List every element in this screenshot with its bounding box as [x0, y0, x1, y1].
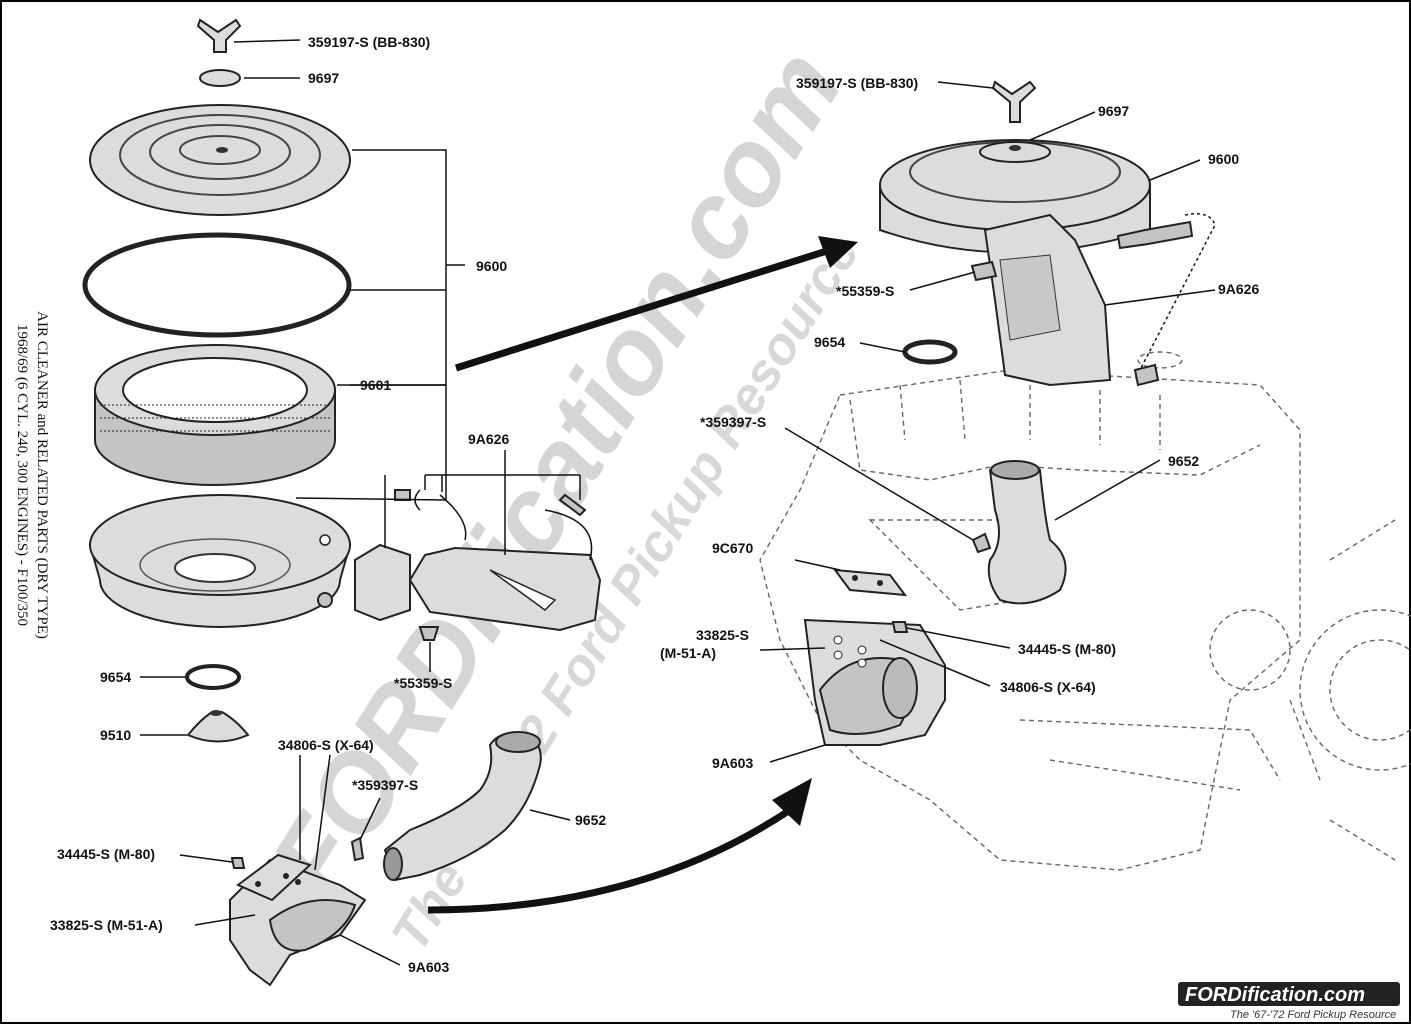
title-line-2-text: 1968/69 (6 CYL. 240, 300 ENGINES) - F100…: [14, 324, 30, 626]
label-bracket-right: 9C670: [712, 540, 753, 556]
label-hose-right: 9652: [1168, 453, 1199, 469]
gasket-9654-left: [185, 664, 241, 690]
label-assembly-right: 9600: [1208, 151, 1239, 167]
label-bolt-x64-left: 34806-S (X-64): [278, 737, 374, 753]
label-hose-left: 9652: [575, 812, 606, 828]
label-screw-m51a-right-line1: 33825-S: [696, 627, 749, 643]
cover-gasket-ring: [82, 232, 352, 338]
heat-shroud-9A603-right: [803, 618, 946, 746]
flow-arrow-upper: [454, 236, 858, 372]
diagram-title-group: AIR CLEANER and RELATED PARTS (DRY TYPE)…: [14, 311, 50, 639]
air-cleaner-body-left: [88, 494, 352, 628]
air-cleaner-assembly-right: [879, 139, 1216, 371]
site-logo: FORDification.com The '67-'72 Ford Picku…: [1178, 982, 1400, 1021]
label-screw-m51a-right: 33825-S (M-51-A): [660, 627, 753, 661]
flow-arrow-lower: [427, 778, 812, 914]
label-nut-m80-right: 34445-S (M-80): [1018, 641, 1116, 657]
logo-text: FORDification.com: [1185, 984, 1365, 1006]
label-duct-left: 9A626: [468, 431, 509, 447]
title-line-1-text: AIR CLEANER and RELATED PARTS (DRY TYPE): [34, 311, 50, 639]
wing-nut-right: [991, 80, 1037, 123]
air-duct-9A626-right: [970, 213, 1112, 387]
label-screw-duct-left: *55359-S: [394, 675, 452, 691]
label-seal-left: 9697: [308, 70, 339, 86]
label-wing-nut-left: 359197-S (BB-830): [308, 34, 430, 50]
seal-9697-left: [199, 69, 241, 87]
air-duct-9A626-left: [354, 489, 602, 632]
label-bolt-359397-left: *359397-S: [352, 777, 418, 793]
label-duct-right: 9A626: [1218, 281, 1259, 297]
bracket-9C670-right: [832, 532, 992, 597]
label-assembly-left: 9600: [476, 258, 507, 274]
label-gasket-left: 9654: [100, 669, 131, 685]
hose-9652-left: [383, 731, 542, 882]
screw-55359-left: [418, 626, 440, 641]
label-screw-m51a-left: 33825-S (M-51-A): [50, 917, 163, 933]
air-cleaner-cover-left: [89, 104, 351, 216]
label-bolt-x64-right: 34806-S (X-64): [1000, 679, 1096, 695]
wing-nut-left: [196, 18, 242, 53]
leader-lines: [140, 39, 1216, 966]
label-shroud-left: 9A603: [408, 959, 449, 975]
label-wing-nut-right: 359197-S (BB-830): [796, 75, 918, 91]
nut-34445-right: [891, 621, 909, 633]
engine-phantom: [759, 369, 1411, 871]
label-nut-m80-left: 34445-S (M-80): [57, 846, 155, 862]
label-adapter-left: 9510: [100, 727, 131, 743]
gasket-9654-right: [902, 339, 958, 365]
label-bolt-359397-right: *359397-S: [700, 414, 766, 430]
carburetor-phantom: [1133, 351, 1183, 387]
heat-shroud-9A603-left: [229, 853, 367, 987]
label-shroud-right: 9A603: [712, 755, 753, 771]
label-screw-duct-right: *55359-S: [836, 283, 894, 299]
label-filter-left: 9601: [360, 377, 391, 393]
label-screw-m51a-right-line2: (M-51-A): [660, 645, 716, 661]
filter-element-9601: [94, 344, 336, 486]
label-gasket-right: 9654: [814, 334, 845, 350]
label-seal-right: 9697: [1098, 103, 1129, 119]
hose-9652-right: [987, 460, 1067, 605]
bolt-359397-left: [350, 836, 365, 862]
labels-right: 359197-S (BB-830) 9697 9600 *55359-S 9A6…: [660, 75, 1259, 771]
adapter-9510-left: [186, 710, 250, 743]
logo-tagline: The '67-'72 Ford Pickup Resource: [1230, 1009, 1396, 1021]
nut-34445-left: [230, 857, 246, 869]
labels-left: 359197-S (BB-830) 9697 9600 9601 9A626 *…: [50, 34, 606, 975]
